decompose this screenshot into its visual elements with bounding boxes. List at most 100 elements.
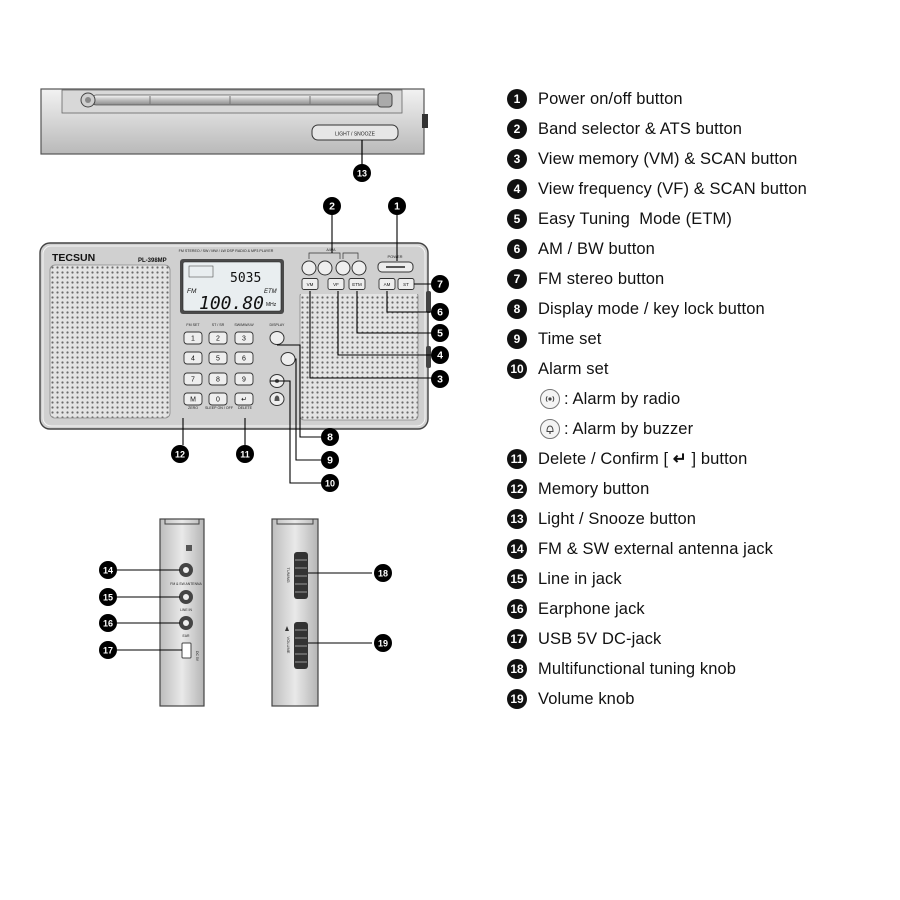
legend-text: Display mode / key lock button [538, 299, 765, 318]
panel-button-vm[interactable]: VM [301, 278, 319, 290]
legend-number: 5 [507, 209, 527, 229]
legend-number: 9 [507, 329, 527, 349]
callout-number: 8 [327, 432, 333, 444]
callout-number: 7 [437, 279, 443, 291]
panel-button-vf[interactable]: VF [327, 278, 345, 290]
band-buttons: A/A/A [301, 248, 367, 276]
callout-12: 12 [171, 445, 189, 463]
panel-button-am[interactable]: AM [378, 278, 396, 290]
callout-19: 19 [374, 634, 392, 652]
keypad-key-4[interactable]: 4 [183, 351, 203, 365]
power-button[interactable] [377, 261, 414, 273]
panel-button-label: ST [403, 282, 409, 287]
panel-button-label: ETM [352, 282, 362, 287]
legend-number: 13 [507, 509, 527, 529]
tuning-label: TUNING [286, 567, 291, 582]
light-snooze-button[interactable]: LIGHT / SNOOZE [311, 124, 399, 141]
legend-text: FM stereo button [538, 269, 665, 288]
legend-number: 17 [507, 629, 527, 649]
keypad-key-5[interactable]: 5 [208, 351, 228, 365]
legend-text: ] button [691, 450, 748, 468]
left-speaker-grill [49, 264, 171, 419]
keypad-key-enter[interactable]: ↵ [234, 392, 254, 406]
lcd-band: FM [187, 288, 197, 295]
volume-knob[interactable] [294, 622, 308, 669]
radio-icon [540, 389, 560, 409]
keypad-key-m[interactable]: M [183, 392, 203, 406]
legend-text: View memory (VM) & SCAN button [538, 149, 798, 168]
legend-text: Line in jack [538, 569, 622, 588]
callout-15: 15 [99, 588, 117, 606]
band-fm-button[interactable] [351, 260, 367, 276]
alarm-buzzer-button[interactable] [269, 392, 285, 406]
keypad-key-label: 2 [216, 336, 220, 343]
callout-number: 4 [437, 350, 443, 362]
panel-buttons: AM ST ETM VM VF [301, 278, 415, 290]
callout-number: 13 [357, 169, 367, 179]
callout-number: 12 [175, 450, 185, 460]
callout-number: 1 [394, 201, 400, 213]
legend-number: 14 [507, 539, 527, 559]
legend-number: 18 [507, 659, 527, 679]
keypad-head-1: FM SET [186, 323, 200, 327]
model-label: PL-398MP [138, 258, 167, 264]
keypad-key-8[interactable]: 8 [208, 372, 228, 386]
legend-item: 13 Light / Snooze button [507, 504, 887, 534]
side-leader-lines [117, 569, 372, 651]
band-am-button[interactable] [335, 260, 351, 276]
keypad-key-1[interactable]: 1 [183, 331, 203, 345]
callout-7: 7 [431, 275, 449, 293]
callout-5: 5 [431, 324, 449, 342]
leader-lines [182, 213, 439, 484]
keypad-key-label: 3 [242, 336, 246, 343]
keypad-key-0[interactable]: 0 [208, 392, 228, 406]
callout-number: 17 [103, 646, 113, 656]
display-lock-button[interactable] [269, 331, 285, 345]
lcd-clock: 5035 [230, 271, 261, 286]
callout-number: 19 [378, 639, 388, 649]
keypad-key-3[interactable]: 3 [234, 331, 254, 345]
band-up-button[interactable] [317, 260, 333, 276]
callout-8: 8 [321, 428, 339, 446]
keypad-key-9[interactable]: 9 [234, 372, 254, 386]
legend-text: USB 5V DC-jack [538, 629, 662, 648]
sleep-label: SLEEP ON / OFF [205, 406, 234, 410]
callout-4: 4 [431, 346, 449, 364]
legend-text: Volume knob [538, 689, 635, 708]
band-down-button[interactable] [301, 260, 317, 276]
panel-button-bw[interactable]: ST [397, 278, 415, 290]
keypad-key-label: ↵ [241, 397, 247, 404]
callout-11: 11 [236, 445, 254, 463]
keypad-key-2[interactable]: 2 [208, 331, 228, 345]
ear-label: EAR [183, 634, 191, 638]
callout-number: 15 [103, 593, 113, 603]
left-side-view: FM & SW ANTENNA LINE IN EAR DC 5V [159, 518, 205, 707]
legend-number: 6 [507, 239, 527, 259]
legend-text: : Alarm by buzzer [564, 419, 694, 438]
time-set-button[interactable] [280, 352, 296, 366]
legend-text: Light / Snooze button [538, 509, 697, 528]
lcd-display: 5035 FM ETM 100.80 MHz [180, 259, 284, 314]
panel-button-etm[interactable]: ETM [348, 278, 366, 290]
keypad-key-6[interactable]: 6 [234, 351, 254, 365]
keypad-head-2: ST / SR [212, 323, 225, 327]
callout-number: 10 [325, 479, 335, 489]
keypad-key-7[interactable]: 7 [183, 372, 203, 386]
callout-9: 9 [321, 451, 339, 469]
tuning-knob[interactable] [294, 552, 308, 599]
panel-button-label: AM [384, 282, 391, 287]
m-sub-label: ZERO [188, 406, 198, 410]
lcd-frequency: 100.80 [199, 293, 264, 314]
keypad-key-label: 7 [191, 377, 195, 384]
front-view: TECSUN PL-398MP FM STEREO / SW / MW / LW… [39, 242, 431, 430]
band-label: A/A/A [326, 248, 336, 252]
